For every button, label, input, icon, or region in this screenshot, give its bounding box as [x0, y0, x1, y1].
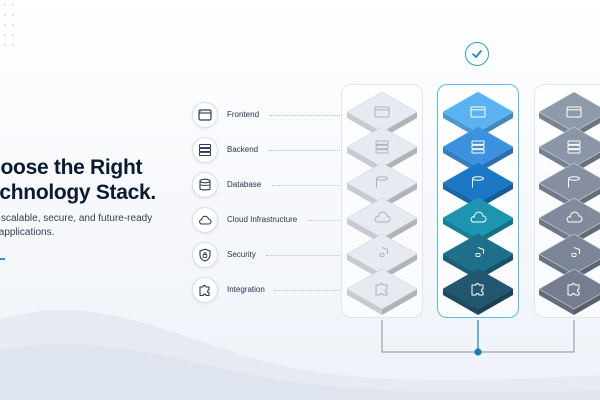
- page-title: hoose the Right echnology Stack.: [0, 155, 156, 205]
- shield-lock-icon: [192, 242, 218, 268]
- shield-lock-icon: [571, 247, 580, 257]
- layer-label-integration: Integration: [227, 285, 265, 294]
- cloud-icon: [470, 211, 487, 223]
- stack-tile-option-selected-6: [443, 269, 513, 315]
- leader-line: [270, 115, 340, 116]
- puzzle-piece-icon: [471, 283, 484, 296]
- layer-label-database: Database: [227, 180, 262, 189]
- stack-tile-option-light-2: [347, 127, 417, 173]
- database-icon: [568, 176, 580, 188]
- server-icon: [567, 140, 581, 154]
- stack-tile-option-selected-5: [443, 234, 513, 280]
- stack-tile-option-selected-2: [443, 127, 513, 173]
- browser-window-icon: [566, 106, 582, 118]
- layer-row-security: Security: [192, 242, 342, 268]
- leader-line: [266, 255, 340, 256]
- layer-list: Frontend Backend Database Cloud Infrastr…: [192, 100, 342, 310]
- selected-check-icon: [465, 42, 489, 66]
- stack-tile-option-light-1: [347, 92, 417, 138]
- layer-row-cloud-infrastructure: Cloud Infrastructure: [192, 207, 342, 233]
- layer-row-database: Database: [192, 172, 342, 198]
- shield-lock-icon: [379, 247, 388, 257]
- stack-tile-option-light-5: [347, 234, 417, 280]
- layer-label-security: Security: [227, 250, 256, 259]
- page-title-line-2: echnology Stack.: [0, 181, 156, 204]
- browser-window-icon: [470, 106, 486, 118]
- stack-tile-option-selected-1: [443, 92, 513, 138]
- page-subtitle-line-2: applications.: [0, 227, 55, 238]
- database-icon: [376, 176, 388, 188]
- database-icon: [472, 176, 484, 188]
- browser-window-icon: [374, 106, 390, 118]
- server-icon: [375, 140, 389, 154]
- layer-label-cloud-infrastructure: Cloud Infrastructure: [227, 215, 298, 224]
- dot-grid-decoration: [0, 0, 20, 56]
- leader-line: [272, 185, 340, 186]
- server-icon: [471, 140, 485, 154]
- server-icon: [192, 137, 218, 163]
- page-subtitle: l scalable, secure, and future-ready app…: [0, 212, 152, 240]
- page-subtitle-line-1: l scalable, secure, and future-ready: [0, 213, 153, 224]
- layer-row-frontend: Frontend: [192, 102, 342, 128]
- leader-line: [268, 150, 340, 151]
- stack-tile-option-dark-6: [539, 269, 600, 315]
- stack-tile-option-light-6: [347, 269, 417, 315]
- puzzle-piece-icon: [567, 283, 580, 296]
- layer-row-integration: Integration: [192, 277, 342, 303]
- stack-tile-option-light-3: [347, 163, 417, 209]
- layer-label-frontend: Frontend: [227, 110, 260, 119]
- cloud-icon: [192, 207, 218, 233]
- leader-line: [274, 290, 340, 291]
- accent-rule: [0, 258, 5, 260]
- database-icon: [192, 172, 218, 198]
- layer-label-backend: Backend: [227, 145, 259, 154]
- layer-row-backend: Backend: [192, 137, 342, 163]
- leader-line: [308, 220, 340, 221]
- stack-tile-option-selected-4: [443, 198, 513, 244]
- puzzle-piece-icon: [375, 283, 388, 296]
- browser-window-icon: [192, 102, 218, 128]
- stack-tile-option-selected-3: [443, 163, 513, 209]
- puzzle-piece-icon: [192, 277, 218, 303]
- cloud-icon: [374, 211, 391, 223]
- background-wave: [0, 310, 600, 400]
- page-title-line-1: hoose the Right: [0, 156, 143, 179]
- cloud-icon: [566, 211, 583, 223]
- shield-lock-icon: [475, 247, 484, 257]
